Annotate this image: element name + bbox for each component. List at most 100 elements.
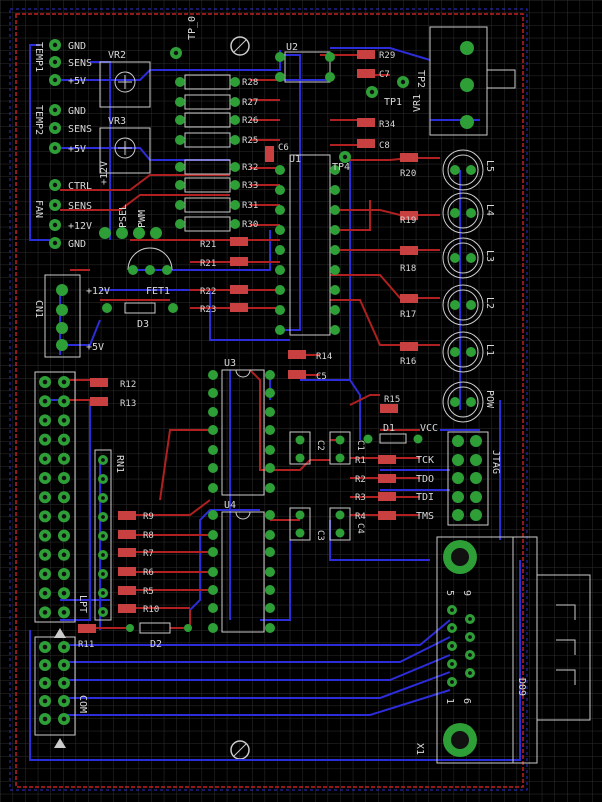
l4-label: L4 bbox=[484, 204, 495, 216]
com-pad-hole bbox=[61, 698, 67, 704]
temp2-header: GND SENS +5V TEMP2 bbox=[33, 104, 92, 155]
c2-label: C2 bbox=[315, 440, 325, 451]
x1-label: X1 bbox=[414, 743, 425, 755]
r33-label: R33 bbox=[242, 181, 258, 191]
lpt-pad-hole bbox=[42, 610, 48, 615]
d3-label: D3 bbox=[137, 319, 149, 330]
smd-r12-r13 bbox=[90, 378, 108, 406]
vr1-label: VR1 bbox=[412, 94, 423, 112]
db9-pad-hole bbox=[468, 671, 472, 675]
tp0-testpoint: TP_0 bbox=[170, 16, 198, 59]
db9-pad-hole bbox=[450, 662, 454, 666]
resistor-array-pads bbox=[175, 77, 240, 229]
lpt-label: LPT bbox=[77, 595, 88, 613]
rn1-pad-hole bbox=[101, 496, 105, 500]
lpt-pad-hole bbox=[61, 610, 67, 615]
d2-label: D2 bbox=[150, 639, 162, 650]
d1-label: D1 bbox=[383, 423, 395, 434]
db9-pad-hole bbox=[450, 626, 454, 630]
cn-12v-label: +12V bbox=[86, 286, 110, 297]
cn-5v-label: +5V bbox=[86, 342, 104, 353]
rn1-pad-hole bbox=[101, 477, 105, 481]
r13-label: R13 bbox=[120, 399, 136, 409]
r26-label: R26 bbox=[242, 116, 258, 126]
temp1-header: GND SENS +5V TEMP1 bbox=[33, 39, 92, 87]
r31-label: R31 bbox=[242, 201, 258, 211]
rn1-pad-hole bbox=[101, 591, 105, 595]
led-l2 bbox=[442, 284, 484, 326]
x1-db9-connector: 5 9 1 6 D09 X1 bbox=[414, 536, 591, 764]
l2-label: L2 bbox=[484, 297, 495, 309]
com-pad-hole bbox=[61, 662, 67, 668]
r29-label: R29 bbox=[379, 51, 395, 61]
fet1-transistor: FET1 bbox=[127, 247, 173, 297]
temp2-gnd-label: GND bbox=[68, 106, 86, 117]
c1-label: C1 bbox=[355, 440, 365, 451]
r4-label: R4 bbox=[355, 512, 366, 522]
jtag-header: TCK TDO TDI TMS JTAG bbox=[416, 431, 501, 526]
leds bbox=[442, 149, 484, 423]
psel-12v-label: +12V bbox=[99, 161, 110, 185]
cn1-label: CN1 bbox=[33, 300, 44, 318]
tp1-testpoint: TP1 bbox=[366, 86, 402, 108]
lpt-pad-hole bbox=[61, 456, 67, 462]
r18-label: R18 bbox=[400, 264, 416, 274]
r22-label: R22 bbox=[200, 287, 216, 297]
r14-label: R14 bbox=[316, 352, 332, 362]
r5-label: R5 bbox=[143, 587, 154, 597]
r7-label: R7 bbox=[143, 549, 154, 559]
led-l3 bbox=[442, 237, 484, 279]
lpt-pad-hole bbox=[42, 533, 48, 538]
lpt-pin1-marker bbox=[54, 628, 66, 638]
lpt-pad-hole bbox=[42, 437, 48, 442]
db9-pad-hole bbox=[450, 608, 454, 612]
r9-label: R9 bbox=[143, 512, 154, 522]
psel-label: PSEL bbox=[118, 204, 129, 228]
r25-label: R25 bbox=[242, 136, 258, 146]
c4-label: C4 bbox=[355, 523, 365, 534]
l3-label: L3 bbox=[484, 250, 495, 262]
led-l4 bbox=[442, 192, 484, 234]
lpt-pad-hole bbox=[42, 571, 48, 577]
r1-label: R1 bbox=[355, 456, 366, 466]
db9-pin1-label: 1 bbox=[444, 698, 455, 704]
rn1-label: RN1 bbox=[114, 455, 125, 473]
c5-label: C5 bbox=[316, 372, 327, 382]
u4-ic: U4 bbox=[208, 500, 275, 633]
led-l1 bbox=[442, 331, 484, 373]
lpt-pad-hole bbox=[61, 475, 67, 481]
smd-r1-r4 bbox=[378, 455, 396, 520]
u3-label: U3 bbox=[224, 358, 236, 369]
d09-label: D09 bbox=[516, 678, 527, 696]
vr3-trimmer: VR3 bbox=[99, 116, 151, 174]
temp1-sens-label: SENS bbox=[68, 58, 92, 69]
com-pad-hole bbox=[42, 716, 48, 722]
led-l5 bbox=[442, 149, 484, 191]
rn1-pad-hole bbox=[101, 534, 105, 538]
r21a-label: R21 bbox=[200, 240, 216, 250]
com-pad-hole bbox=[61, 680, 67, 686]
smd-parts-top bbox=[265, 50, 418, 413]
db9-pin9-label: 9 bbox=[461, 590, 472, 596]
fan-gnd-label: GND bbox=[68, 239, 86, 250]
vr3-label: VR3 bbox=[108, 116, 126, 127]
r23-label: R23 bbox=[200, 305, 216, 315]
board-outline-red bbox=[15, 13, 524, 788]
fan-label: FAN bbox=[33, 200, 44, 218]
lpt-pad-hole bbox=[42, 514, 48, 519]
com-pad-hole bbox=[42, 680, 48, 686]
r21b-label: R21 bbox=[200, 259, 216, 269]
jtag-label: JTAG bbox=[490, 450, 501, 474]
lpt-pad-hole bbox=[42, 456, 48, 462]
temp2-label: TEMP2 bbox=[33, 105, 44, 135]
tp2-label: TP2 bbox=[415, 70, 426, 88]
d2-diode: D2 bbox=[126, 622, 192, 650]
tck-label: TCK bbox=[416, 455, 434, 466]
caps-pads bbox=[295, 435, 345, 538]
lpt-pad-hole bbox=[61, 533, 67, 538]
r19-label: R19 bbox=[400, 216, 416, 226]
tp4-testpoint: TP4 bbox=[332, 151, 351, 173]
lpt-pad-hole bbox=[42, 494, 48, 500]
lpt-header: LPT bbox=[34, 371, 88, 638]
tp0-label: TP_0 bbox=[187, 16, 198, 40]
